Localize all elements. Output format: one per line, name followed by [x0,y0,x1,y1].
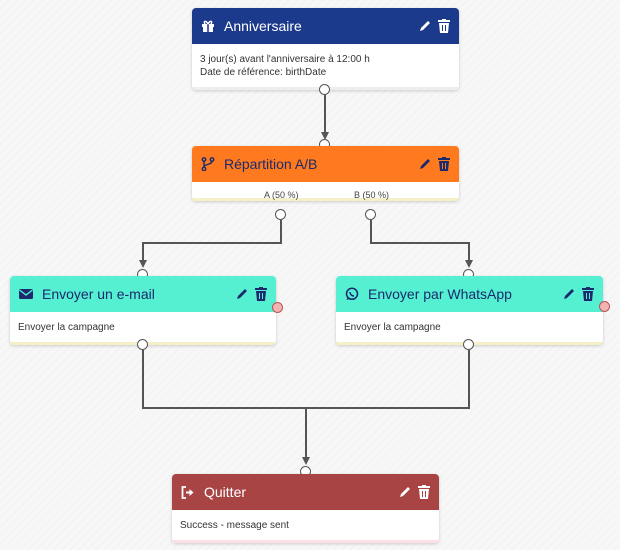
node-send-email[interactable]: Envoyer un e-mail Envoyer la campagne [10,276,276,345]
node-title: Envoyer un e-mail [42,286,155,302]
pencil-icon[interactable] [418,157,432,171]
connector-a-to-email [139,220,282,268]
connector-whatsapp-to-quit [306,350,470,409]
node-send-whatsapp[interactable]: Envoyer par WhatsApp Envoyer la campagne [336,276,603,345]
connector-email-to-quit [142,350,310,465]
output-port-email[interactable] [137,339,148,350]
trash-icon[interactable] [255,287,267,301]
pencil-icon[interactable] [398,485,412,499]
output-port-anniversaire[interactable] [319,84,330,95]
node-title: Répartition A/B [224,156,318,172]
reference-date-text: Date de référence: birthDate [200,67,327,78]
sign-out-icon [181,485,195,499]
node-whatsapp-header[interactable]: Envoyer par WhatsApp [336,276,603,312]
branch-a-label: A (50 %) [264,190,299,200]
trash-icon[interactable] [582,287,594,301]
node-quit-header[interactable]: Quitter [172,474,439,510]
node-ab-header[interactable]: Répartition A/B [192,146,459,182]
pencil-icon[interactable] [418,19,432,33]
envelope-icon [19,288,33,300]
trash-icon[interactable] [438,19,450,33]
node-title: Quitter [204,484,247,500]
node-anniversaire-header[interactable]: Anniversaire [192,8,459,44]
split-branch-icon [201,157,215,171]
pencil-icon[interactable] [562,287,576,301]
node-quit-body: Success - message sent [172,510,439,543]
node-quit[interactable]: Quitter Success - message sent [172,474,439,543]
node-ab-body [192,182,459,201]
output-port-branch-a[interactable] [275,209,286,220]
node-anniversaire[interactable]: Anniversaire 3 jour(s) avant l'anniversa… [192,8,459,90]
node-ab-split[interactable]: Répartition A/B [192,146,459,201]
output-port-whatsapp[interactable] [463,339,474,350]
trash-icon[interactable] [418,485,430,499]
whatsapp-icon [345,287,359,301]
connector-b-to-whatsapp [370,220,473,268]
node-email-header[interactable]: Envoyer un e-mail [10,276,276,312]
branch-b-label: B (50 %) [354,190,390,200]
output-port-branch-b[interactable] [365,209,376,220]
trash-icon[interactable] [438,157,450,171]
node-title: Envoyer par WhatsApp [368,286,512,302]
trigger-timing-text: 3 jour(s) avant l'anniversaire à 12:00 h [200,54,370,65]
error-port-whatsapp[interactable] [599,301,610,312]
error-port-email[interactable] [272,302,283,313]
pencil-icon[interactable] [235,287,249,301]
node-title: Anniversaire [224,18,302,34]
gift-icon [201,19,215,33]
